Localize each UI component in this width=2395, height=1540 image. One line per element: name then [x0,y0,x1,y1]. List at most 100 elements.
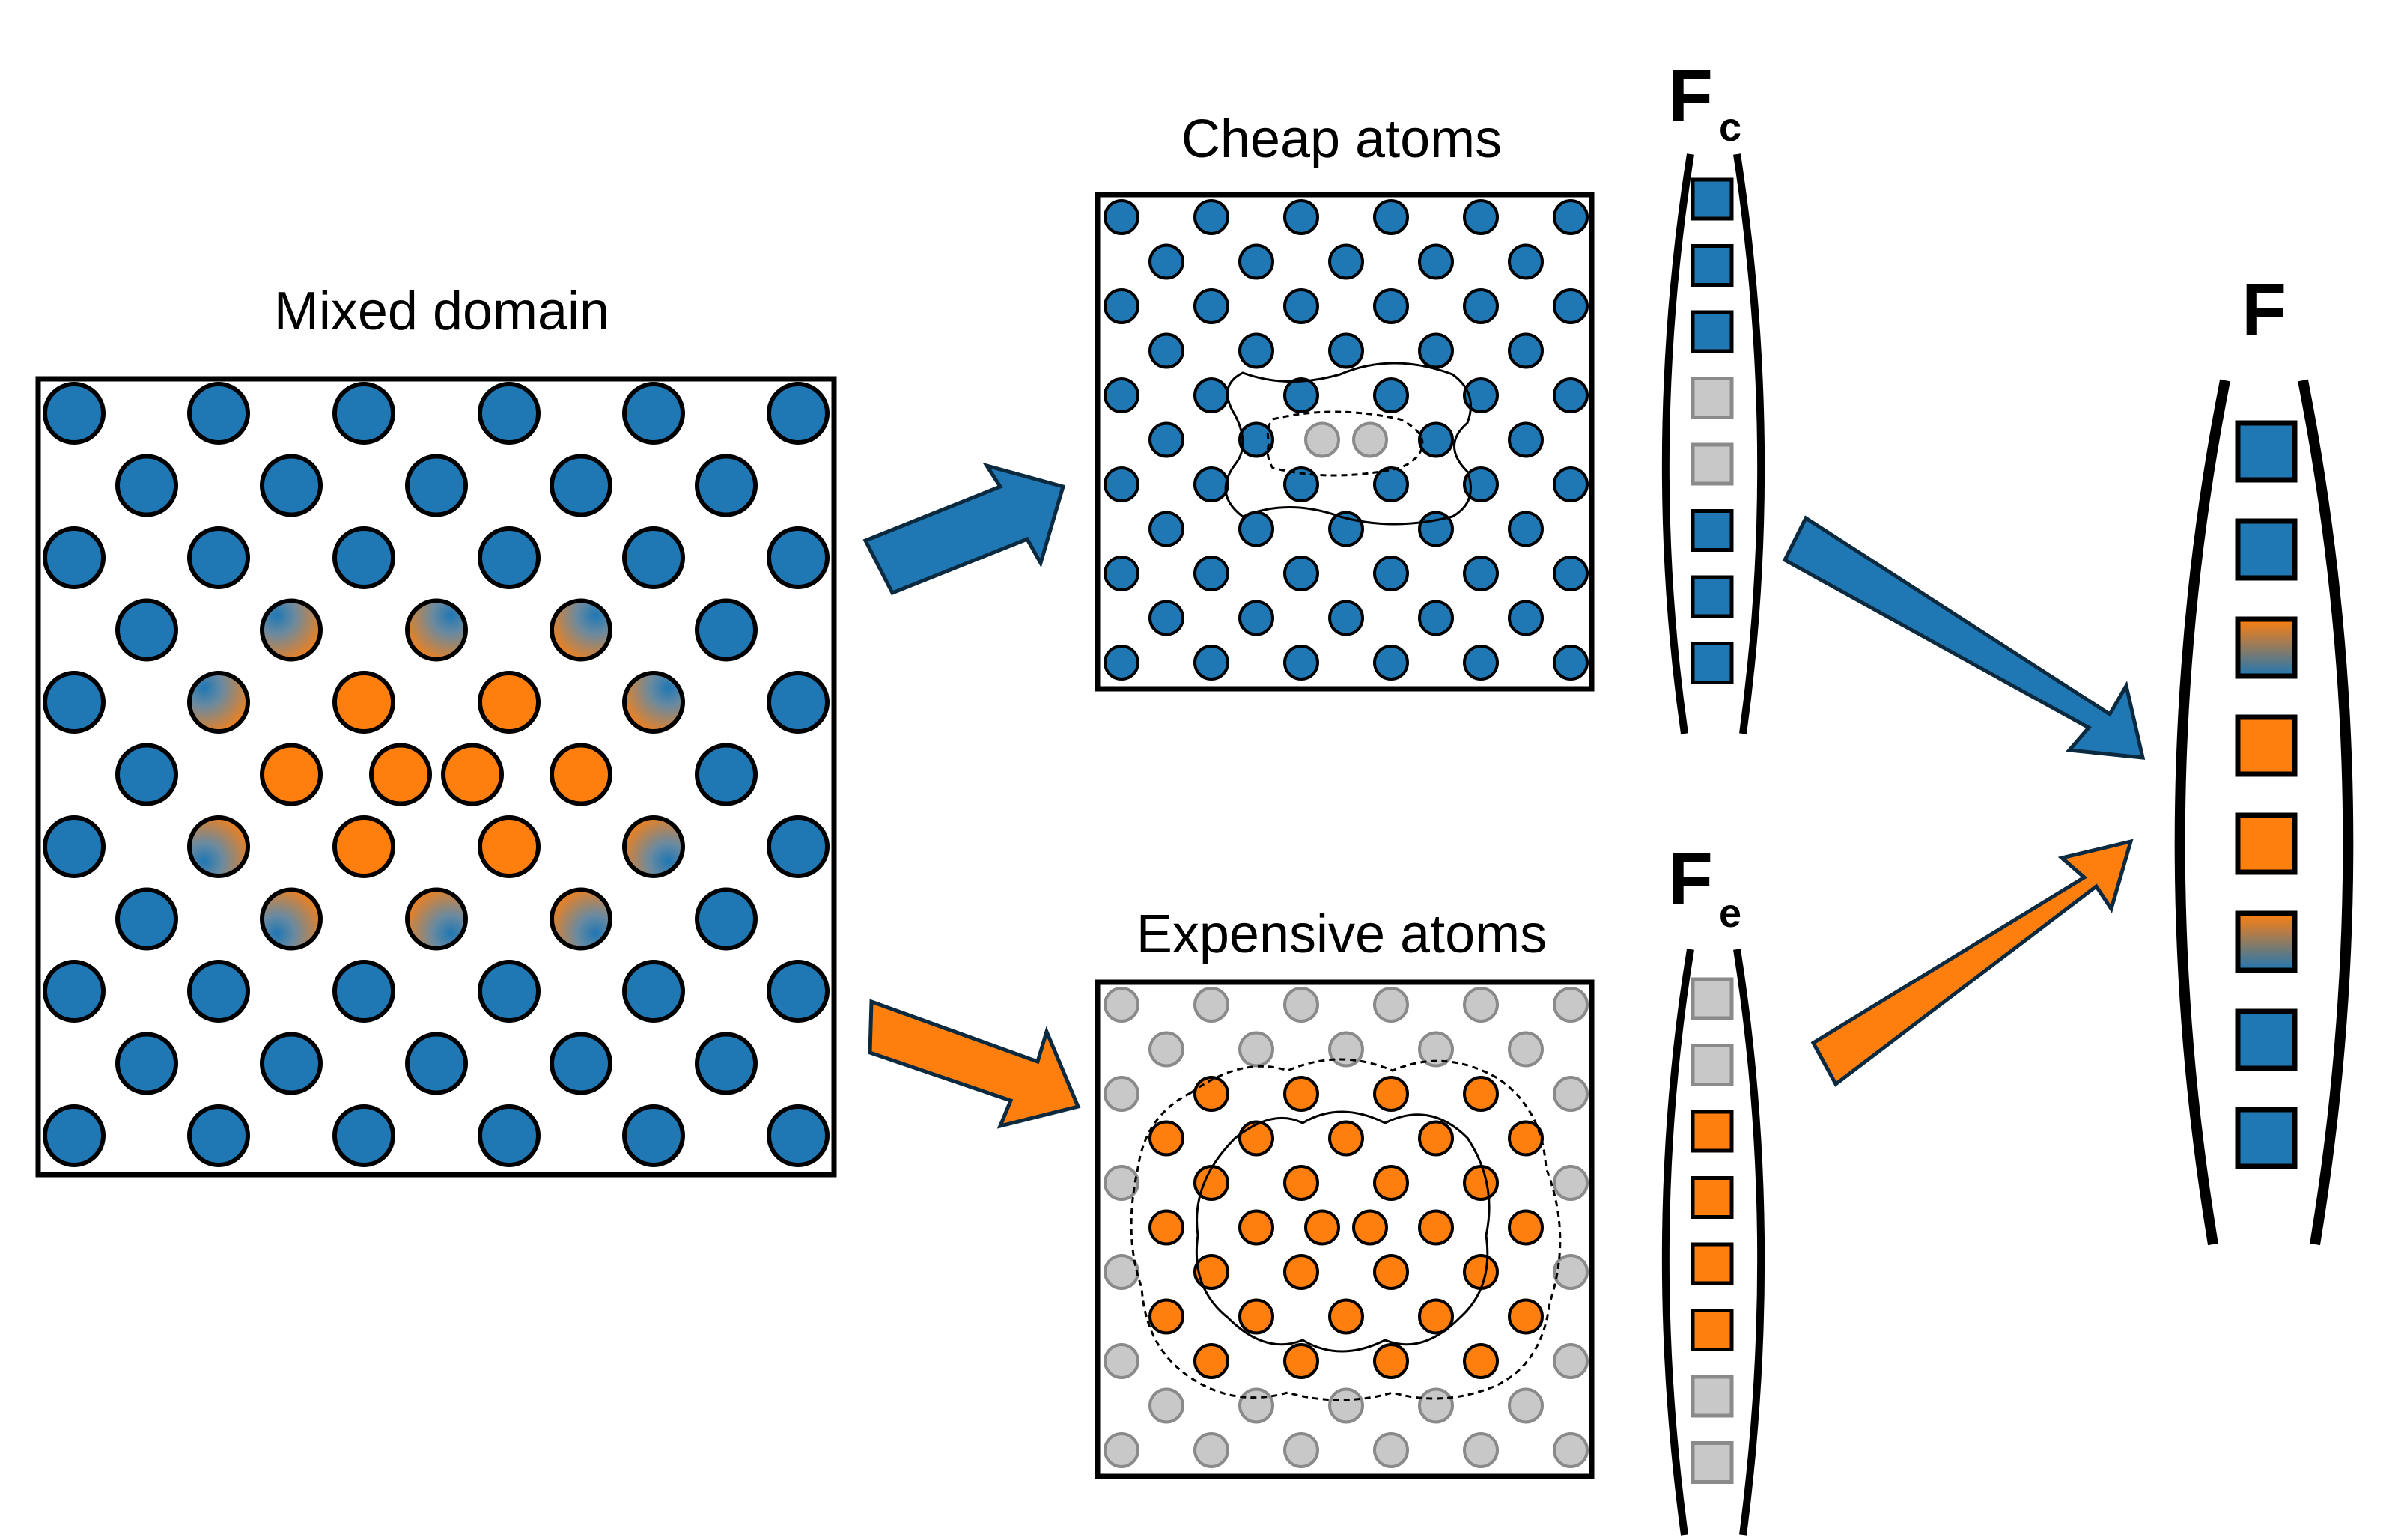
expensive-atom [1328,1298,1364,1335]
mixed-atom [622,382,685,445]
f-vector [2235,420,2298,1169]
expensive-atoms-title: Expensive atoms [1136,904,1547,964]
vector-entry [1691,1441,1734,1484]
expensive-ghost-atom [1373,1432,1409,1468]
cheap-buffer-solid [1224,362,1472,526]
vector-entry [1691,177,1734,221]
cheap-atoms-panel [1095,192,1595,692]
mixed-atom [43,815,106,878]
expensive-ghost-atom [1328,1387,1364,1424]
expensive-atom [1193,1254,1229,1290]
expensive-atom [1508,1120,1544,1157]
expensive-atom [1352,1209,1388,1246]
cheap-atom [1418,421,1454,458]
expensive-ghost-atom [1553,1432,1589,1468]
mixed-atom [695,454,758,517]
vector-entry [1691,310,1734,353]
mixed-domain-atoms [43,382,830,1167]
expensive-atom [1373,1343,1409,1379]
cheap-atom [1283,288,1319,324]
cheap-atom [1463,466,1499,502]
mixed-atom [115,887,178,951]
vector-entry [1691,509,1734,552]
expensive-atom [1463,1343,1499,1379]
mixed-atom [478,815,541,878]
expensive-ghost-atom [1148,1031,1184,1068]
mixed-atom [405,598,468,662]
expensive-ghost-atom [1193,1432,1229,1468]
cheap-atom [1283,556,1319,591]
mixed-atom [405,887,468,951]
cheap-atom [1104,466,1139,502]
vector-entry [1691,1242,1734,1285]
mixed-atom [369,743,432,806]
vector-entry [2235,910,2298,973]
cheap-atom [1553,288,1589,324]
expensive-ghost-atom [1553,1165,1589,1201]
cheap-atom [1104,288,1139,324]
cheap-atom [1148,243,1184,280]
vector-entry [2235,616,2298,679]
cheap-atom [1238,600,1274,636]
mixed-atom [767,671,830,734]
mixed-atom [622,960,685,1023]
vector-entry [2235,518,2298,581]
cheap-atom [1463,556,1499,591]
vector-entry [1691,1375,1734,1418]
mixed-atom [550,887,612,951]
expensive-ghost-atom [1418,1387,1454,1424]
expensive-atom [1238,1209,1274,1246]
cheap-atom [1193,288,1229,324]
mixed-atom [695,743,758,806]
mixed-atom [260,598,323,662]
vector-entry [1691,1309,1734,1351]
expensive-ghost-atom [1104,1343,1139,1379]
mixed-atom [332,1104,395,1167]
mixed-atom [622,815,685,878]
mixed-atom [550,598,612,662]
expensive-atom [1463,1076,1499,1112]
expensive-atom [1508,1209,1544,1246]
expensive-atom [1283,1254,1319,1290]
mixed-atom [332,382,395,445]
fc-vector [1691,177,1734,684]
expensive-atom [1283,1343,1319,1379]
cheap-atom [1193,377,1229,413]
vector-entry [1691,1044,1734,1086]
arrow-to-expensive [868,999,1081,1129]
expensive-ghost-atom [1553,1343,1589,1379]
cheap-atom [1553,556,1589,591]
cheap-atom [1418,243,1454,280]
cheap-atom [1193,199,1229,235]
cheap-atom [1553,466,1589,502]
vector-entry [2235,714,2298,777]
expensive-atom [1418,1120,1454,1157]
cheap-atom [1238,421,1274,458]
expensive-atom [1508,1298,1544,1335]
cheap-atom [1508,511,1544,547]
mixed-atom [332,960,395,1023]
mixed-atom [43,960,106,1023]
vector-entry [1691,1176,1734,1219]
expensive-atom [1238,1120,1274,1157]
cheap-atom [1373,288,1409,324]
cheap-ghost-atom [1304,421,1340,458]
cheap-atom [1148,511,1184,547]
mixed-atom [695,1032,758,1095]
cheap-atom [1193,556,1229,591]
expensive-atom [1238,1298,1274,1335]
cheap-atom [1238,243,1274,280]
mixed-domain-title: Mixed domain [274,281,609,341]
arrow-cheap-to-f [1782,515,2146,760]
vector-entry [2235,812,2298,875]
expensive-atom [1283,1076,1319,1112]
mixed-atom [622,1104,685,1167]
cheap-atom [1418,332,1454,369]
cheap-atom [1463,645,1499,681]
expensive-atom [1148,1298,1184,1335]
cheap-atom [1373,645,1409,681]
cheap-atom [1193,466,1229,502]
mixed-atom [441,743,504,806]
expensive-ghost-atom [1463,987,1499,1023]
fe-sub: e [1719,891,1741,936]
